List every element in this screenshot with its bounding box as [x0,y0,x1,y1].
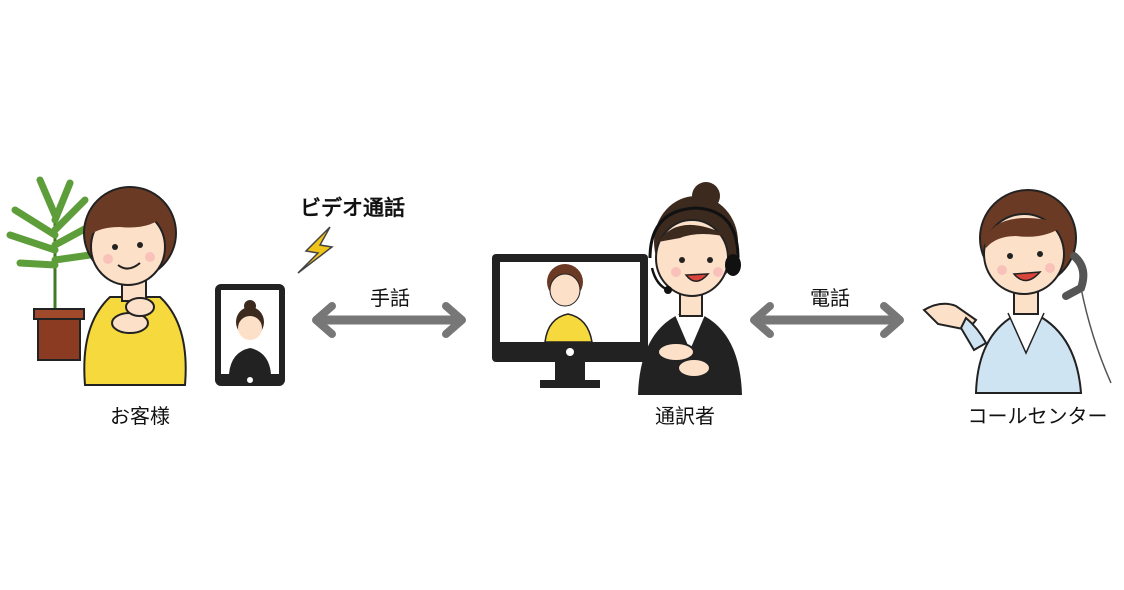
video-call-label: ビデオ通話 [300,196,405,220]
lightning-icon [297,226,334,274]
plant-icon [6,176,96,361]
telephone-icon [1062,252,1112,384]
customer-illustration [6,176,187,386]
sign-language-label: 手話 [370,286,410,310]
double-arrow-icon [312,302,466,338]
call-center-label: コールセンター [967,404,1108,428]
tablet-icon [215,284,285,386]
monitor-icon [492,254,648,388]
customer-label: お客様 [110,404,170,428]
telephone-label: 電話 [810,286,850,310]
call-center-illustration [922,189,1112,394]
interpreter-label: 通訳者 [655,404,715,428]
interpreter-illustration [638,182,742,395]
double-arrow-icon [750,302,904,338]
headset-icon [648,206,741,294]
